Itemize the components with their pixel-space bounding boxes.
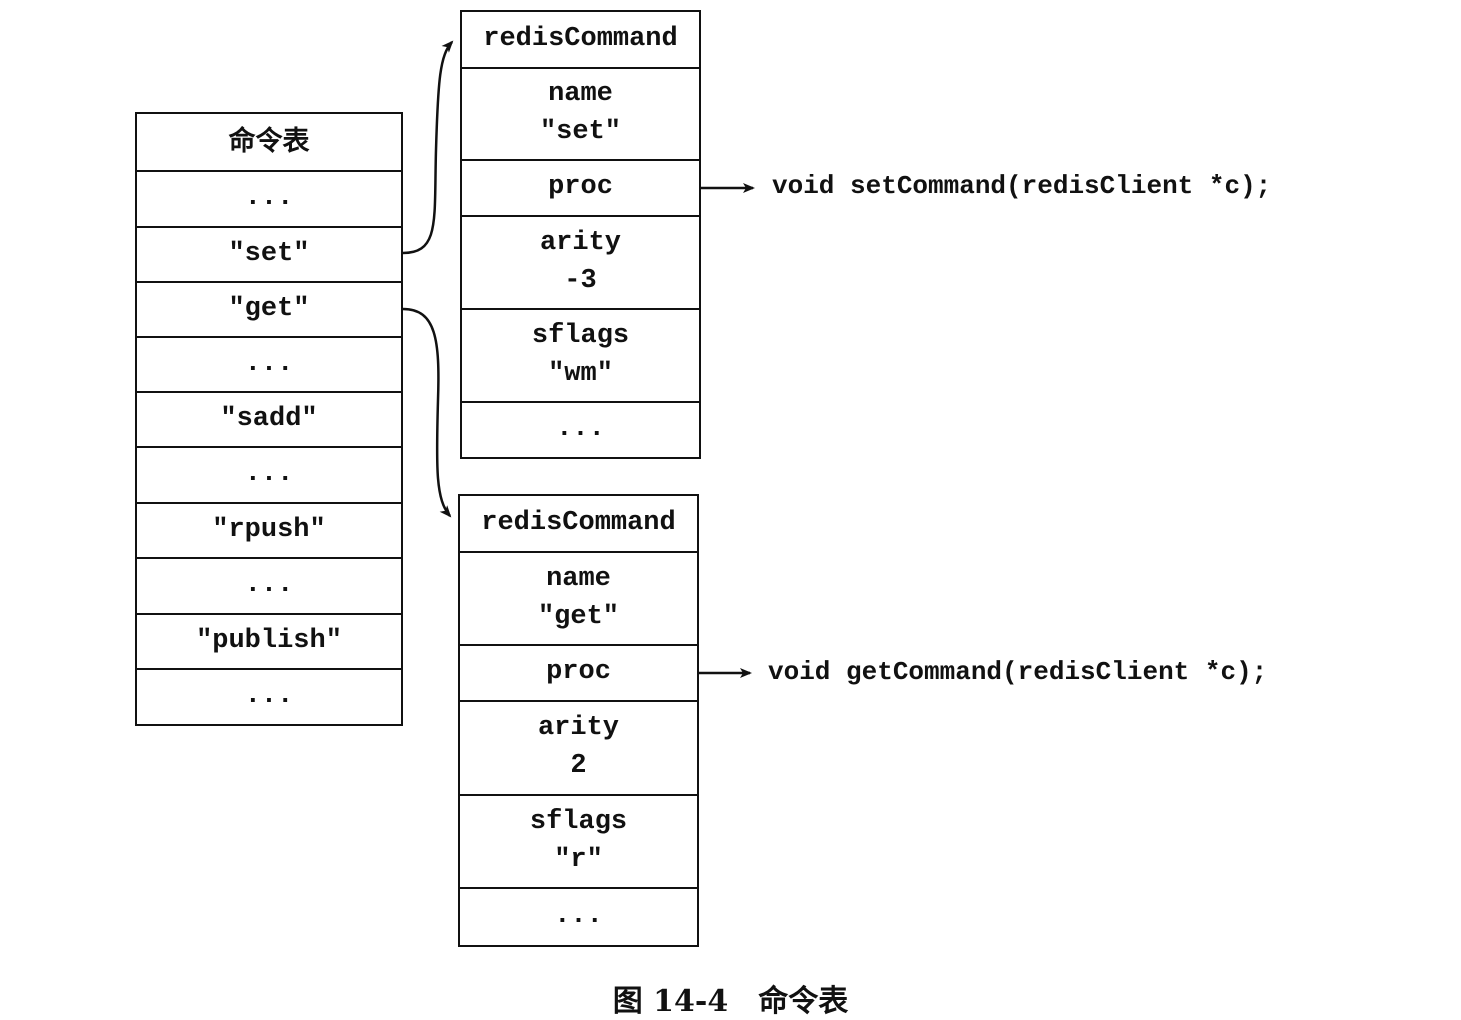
command-table-row-publish: "publish" <box>137 615 401 670</box>
get-struct-arity-field: arity 2 <box>460 702 697 796</box>
command-table: 命令表 ... "set" "get" ... "sadd" ... "rpus… <box>135 112 403 726</box>
command-table-row: ... <box>137 172 401 228</box>
set-struct-name-field: name "set" <box>462 69 699 161</box>
get-rediscommand-struct: redisCommand name "get" proc arity 2 sfl… <box>458 494 699 947</box>
set-struct-proc-field: proc <box>462 161 699 217</box>
get-struct-name-field: name "get" <box>460 553 697 646</box>
command-table-row-rpush: "rpush" <box>137 504 401 559</box>
get-struct-header: redisCommand <box>460 496 697 553</box>
command-table-row-get: "get" <box>137 283 401 338</box>
figure-number: 图 14-4 <box>612 984 729 1019</box>
command-table-row: ... <box>244 680 294 711</box>
get-struct-more-field: ... <box>554 900 603 931</box>
figure-title: 命令表 <box>758 984 849 1019</box>
get-struct-sflags-field: sflags "r" <box>460 796 697 889</box>
set-pointer-arrow <box>402 40 454 255</box>
command-table-row: ... <box>137 559 401 615</box>
command-table-row: ... <box>137 448 401 504</box>
command-table-row: ... <box>137 338 401 393</box>
figure-caption: 图 14-4 命令表 <box>0 976 1461 1020</box>
set-struct-more-field: ... <box>556 413 605 444</box>
get-command-function: void getCommand(redisClient *c); <box>768 657 1268 687</box>
get-struct-proc-field: proc <box>460 646 697 702</box>
get-pointer-arrow <box>402 307 452 518</box>
command-table-title: 命令表 <box>137 114 401 172</box>
set-struct-header: redisCommand <box>462 12 699 69</box>
command-table-row-set: "set" <box>137 228 401 283</box>
set-rediscommand-struct: redisCommand name "set" proc arity -3 sf… <box>460 10 701 459</box>
set-struct-arity-field: arity -3 <box>462 217 699 310</box>
set-command-function: void setCommand(redisClient *c); <box>772 171 1272 201</box>
set-struct-sflags-field: sflags "wm" <box>462 310 699 403</box>
command-table-row-sadd: "sadd" <box>137 393 401 448</box>
